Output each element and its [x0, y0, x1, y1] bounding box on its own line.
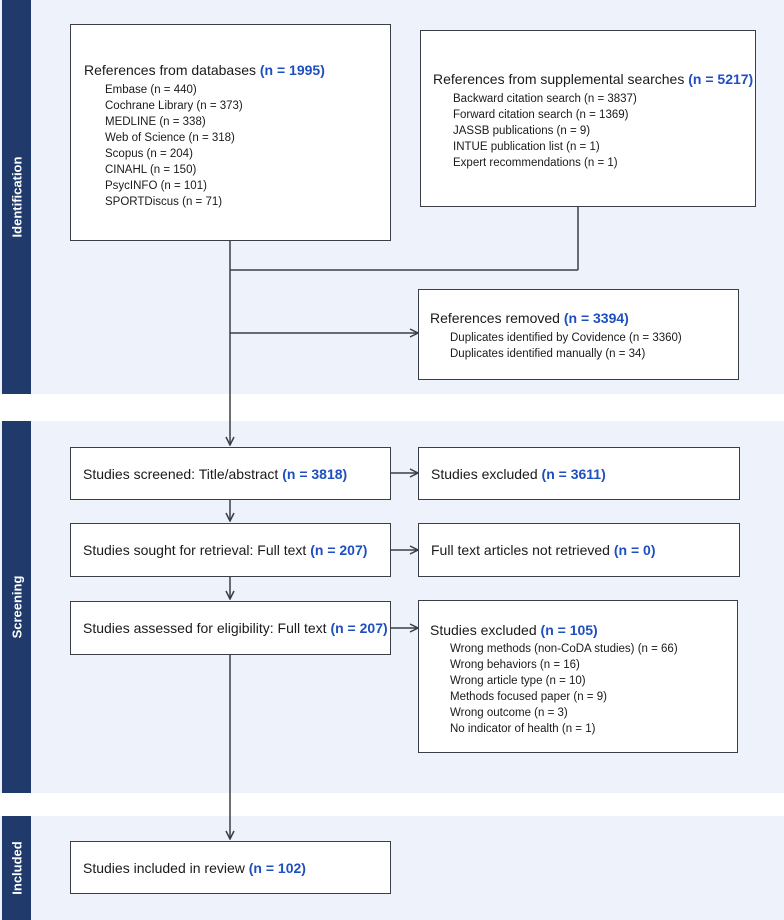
list-item: No indicator of health (n = 1) — [450, 723, 596, 735]
list-item: Wrong behaviors (n = 16) — [450, 659, 580, 671]
screened-box: Studies screened: Title/abstract (n = 38… — [70, 447, 391, 500]
assessed-box: Studies assessed for eligibility: Full t… — [70, 601, 391, 655]
list-item: Duplicates identified by Covidence (n = … — [450, 332, 682, 344]
list-item: JASSB publications (n = 9) — [453, 125, 591, 137]
supplemental-box: References from supplemental searches (n… — [420, 30, 756, 207]
removed-heading: References removed (n = 3394) — [430, 309, 738, 327]
list-item: Duplicates identified manually (n = 34) — [450, 348, 646, 360]
screened-count: (n = 3818) — [282, 465, 348, 482]
included-box: Studies included in review (n = 102) — [70, 841, 391, 894]
not-retrieved-title: Full text articles not retrieved — [431, 542, 610, 558]
assessed-excluded-heading: Studies excluded (n = 105) — [430, 621, 737, 639]
list-item: Embase (n = 440) — [105, 84, 197, 96]
screened-title: Studies screened: Title/abstract — [83, 465, 279, 482]
assessed-title: Studies assessed for eligibility: Full t… — [83, 620, 327, 636]
list-item: Cochrane Library (n = 373) — [105, 100, 243, 112]
screened-excluded-count: (n = 3611) — [541, 465, 606, 482]
supplemental-count: (n = 5217) — [688, 71, 754, 87]
list-item: PsycINFO (n = 101) — [105, 180, 207, 192]
included-count: (n = 102) — [248, 859, 306, 876]
removed-box: References removed (n = 3394) Duplicates… — [418, 289, 739, 380]
removed-list: Duplicates identified by Covidence (n = … — [430, 330, 738, 362]
identification-tab: Identification — [2, 0, 31, 394]
list-item: Methods focused paper (n = 9) — [450, 691, 607, 703]
databases-count: (n = 1995) — [259, 62, 325, 78]
screened-heading: Studies screened: Title/abstract (n = 38… — [83, 465, 347, 483]
assessed-excluded-count: (n = 105) — [540, 622, 598, 638]
databases-heading: References from databases (n = 1995) — [84, 61, 390, 79]
list-item: CINAHL (n = 150) — [105, 164, 197, 176]
removed-title: References removed — [430, 310, 560, 326]
included-tab: Included — [2, 816, 31, 920]
screening-tab: Screening — [2, 421, 31, 793]
supplemental-list: Backward citation search (n = 3837) Forw… — [433, 91, 755, 171]
list-item: Wrong article type (n = 10) — [450, 675, 586, 687]
assessed-count: (n = 207) — [330, 620, 388, 636]
list-item: Wrong methods (non-CoDA studies) (n = 66… — [450, 643, 678, 655]
screened-excluded-title: Studies excluded — [431, 465, 538, 482]
list-item: Web of Science (n = 318) — [105, 132, 235, 144]
sought-count: (n = 207) — [310, 542, 368, 558]
list-item: Wrong outcome (n = 3) — [450, 707, 568, 719]
not-retrieved-count: (n = 0) — [613, 542, 656, 558]
not-retrieved-box: Full text articles not retrieved (n = 0) — [418, 523, 740, 577]
list-item: Expert recommendations (n = 1) — [453, 157, 618, 169]
list-item: Scopus (n = 204) — [105, 148, 193, 160]
included-title: Studies included in review — [83, 859, 245, 876]
list-item: SPORTDiscus (n = 71) — [105, 196, 223, 208]
sought-title: Studies sought for retrieval: Full text — [83, 542, 307, 558]
removed-count: (n = 3394) — [563, 310, 629, 326]
assessed-heading: Studies assessed for eligibility: Full t… — [83, 619, 388, 637]
supplemental-title: References from supplemental searches — [433, 71, 685, 87]
assessed-excluded-box: Studies excluded (n = 105) Wrong methods… — [418, 600, 738, 753]
screened-excluded-heading: Studies excluded (n = 3611) — [431, 465, 606, 483]
not-retrieved-heading: Full text articles not retrieved (n = 0) — [431, 541, 655, 559]
databases-list: Embase (n = 440) Cochrane Library (n = 3… — [84, 82, 390, 210]
included-heading: Studies included in review (n = 102) — [83, 859, 306, 877]
list-item: Forward citation search (n = 1369) — [453, 109, 629, 121]
databases-box: References from databases (n = 1995) Emb… — [70, 24, 391, 241]
assessed-excluded-list: Wrong methods (non-CoDA studies) (n = 66… — [430, 641, 737, 737]
assessed-excluded-title: Studies excluded — [430, 622, 537, 638]
sought-heading: Studies sought for retrieval: Full text … — [83, 541, 367, 559]
list-item: Backward citation search (n = 3837) — [453, 93, 637, 105]
list-item: INTUE publication list (n = 1) — [453, 141, 600, 153]
databases-title: References from databases — [84, 62, 256, 78]
supplemental-heading: References from supplemental searches (n… — [433, 70, 755, 88]
screened-excluded-box: Studies excluded (n = 3611) — [418, 447, 740, 500]
sought-box: Studies sought for retrieval: Full text … — [70, 523, 391, 577]
list-item: MEDLINE (n = 338) — [105, 116, 206, 128]
